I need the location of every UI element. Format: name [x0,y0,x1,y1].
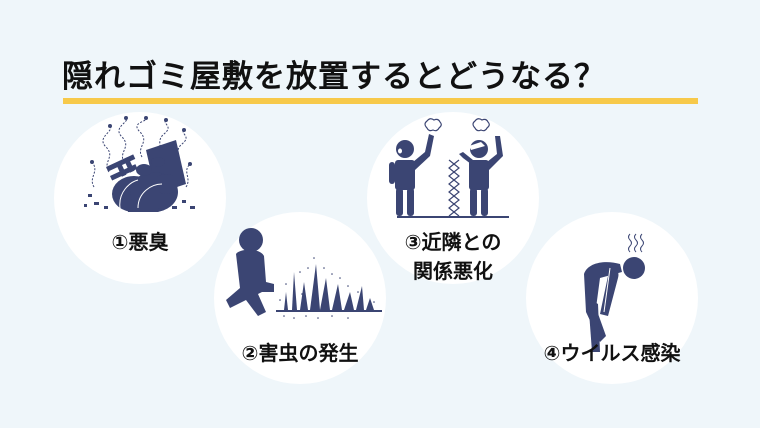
item-label-neighbor-relations-line1: ③近隣との [404,230,502,254]
item-label-virus-infection: ④ウイルス感染 [543,341,681,365]
item-label-bad-smell: ①悪臭 [111,230,169,254]
person-kneeling-pests-icon [226,228,382,319]
title-section: 隠れゴミ屋敷を放置するとどうなる？ [62,56,698,106]
item-card-pests: ②害虫の発生 [214,212,386,384]
page-title: 隠れゴミ屋敷を放置するとどうなる？ [62,59,606,95]
item-label-pests: ②害虫の発生 [241,341,359,365]
sick-person-bending-icon [584,233,645,352]
title-underline [63,98,698,104]
item-card-neighbor-relations: ③近隣との 関係悪化 [367,112,539,284]
item-card-bad-smell: ①悪臭 [54,112,226,284]
item-label-neighbor-relations-line2: 関係悪化 [413,259,493,283]
garbage-bags-smell-icon [84,116,195,212]
neighbors-arguing-icon [389,118,509,218]
item-card-virus-infection: ④ウイルス感染 [526,212,698,384]
